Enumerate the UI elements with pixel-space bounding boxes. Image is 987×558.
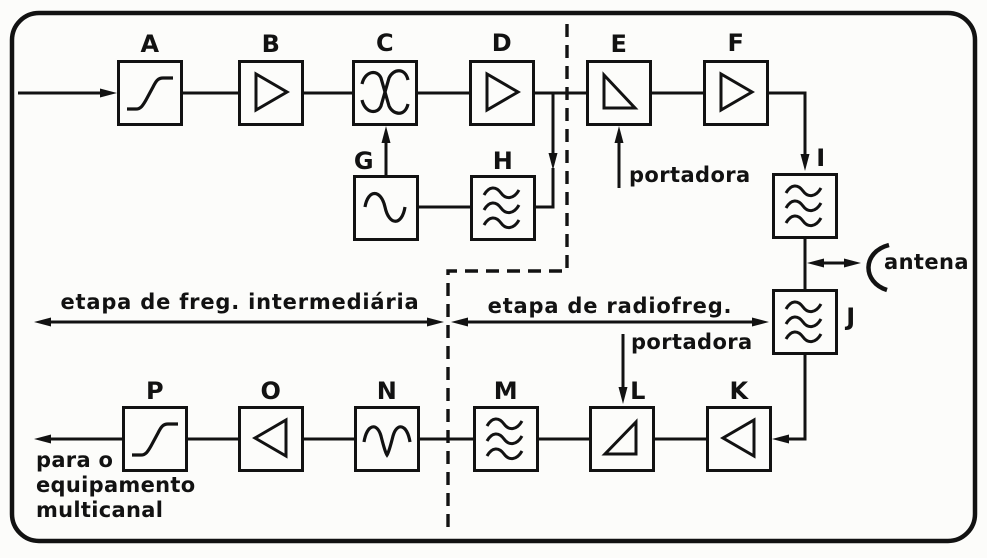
block-b-label: B [261,30,281,58]
amplifier-right-icon [254,71,290,113]
block-a-label: A [140,30,160,58]
block-c-label: C [375,29,395,57]
oscillator-sine-icon [362,425,412,458]
filter-icon [485,417,524,460]
block-p [122,406,188,472]
block-i [772,173,838,239]
converter-triangle-icon [602,71,639,110]
amplifier-right-icon [719,71,755,113]
block-j-label: J [846,303,856,331]
filter-icon [784,184,823,227]
carrier-top-label: portadora [629,163,751,187]
block-p-label: P [145,377,165,405]
filter-icon [784,300,823,343]
oscillator-to-mixer-arrow [381,126,391,175]
stage-boundary-dashed-line [446,24,569,528]
block-k [706,406,772,472]
block-e-label: E [610,30,628,58]
diagram-border [9,10,978,544]
wire-f-to-i-arrow [769,91,810,171]
block-n-label: N [376,377,398,405]
amplifier-right-icon [485,71,521,113]
wire-j-to-k-arrow [772,355,807,444]
amplifier-left-icon [720,417,756,459]
block-g [353,175,419,241]
block-o-label: O [260,377,282,405]
stage-if-label: etapa de freg. intermediária [60,290,420,314]
carrier-bottom-arrow [618,334,628,404]
pre-emphasis-ramp-icon [127,76,173,111]
block-h-label: H [492,147,514,175]
amplifier-left-icon [252,417,288,459]
de-emphasis-ramp-icon [132,422,178,457]
block-a [117,60,183,126]
block-d-label: D [491,29,513,57]
stage-rf-extent-arrow [451,317,769,327]
block-f-label: F [727,29,745,57]
filter-icon [482,186,521,229]
antenna-link-arrow [807,258,861,268]
block-k-label: K [729,377,749,405]
block-l [589,406,655,472]
block-h [470,175,536,241]
block-m [473,406,539,472]
antenna-label: antena [884,250,969,274]
carrier-bottom-label: portadora [631,330,753,354]
block-f [703,60,769,126]
block-j [772,289,838,355]
block-n [354,406,420,472]
mixer-icon [360,69,410,115]
block-b [238,60,304,126]
block-e [586,60,652,126]
input-arrow [18,88,117,98]
block-i-label: I [816,144,826,172]
block-o [238,406,304,472]
oscillator-sine-icon [363,191,407,223]
block-l-label: L [630,377,646,405]
output-destination-label: para o equipamento multicanal [36,448,196,522]
carrier-top-arrow [614,126,624,188]
block-m-label: M [493,377,519,405]
branch-to-filter-h-arrow [536,93,558,209]
antenna-icon [866,242,890,293]
block-g-label: G [353,147,375,175]
stage-rf-label: etapa de radiofreg. [487,294,733,318]
block-c [352,60,418,126]
block-d [469,60,535,126]
output-arrow [34,434,122,444]
converter-triangle-icon [601,418,638,456]
stage-if-extent-arrow [34,317,444,327]
